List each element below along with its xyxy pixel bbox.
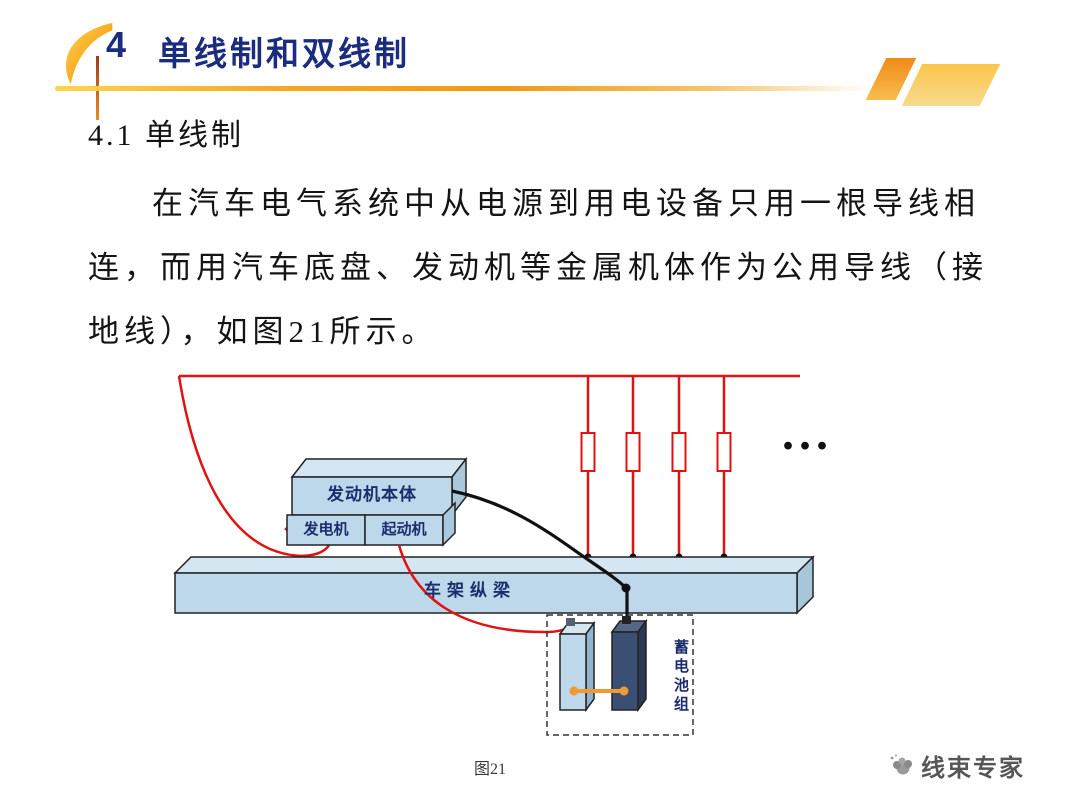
harness-expert-logo-icon [890, 754, 912, 774]
cell-connector-dot [619, 686, 629, 696]
battery-dashed-outline [546, 614, 694, 736]
paragraph-line: 地线），如图21所示。 [88, 314, 438, 349]
engine-ground-wire [451, 489, 628, 590]
frame-rail-shape [173, 555, 815, 615]
swoosh-shape [66, 22, 113, 85]
slide-title: 单线制和双线制 [158, 35, 410, 72]
more-loads-ellipsis: ... [782, 407, 833, 460]
watermark: 线束专家 [888, 748, 1025, 783]
battery-pack-label: 蓄电池组 [672, 639, 688, 715]
section-heading: 4.1 单线制 [88, 119, 244, 152]
watermark-text: 线束专家 [921, 755, 1025, 782]
paragraph-line: 在汽车电气系统中从电源到用电设备只用一根导线相 [152, 186, 980, 221]
generator-label: 发电机 [303, 522, 349, 538]
starter-label: 起动机 [381, 522, 427, 538]
battery-pack-shape [546, 614, 694, 736]
engine-body-shape [290, 456, 468, 518]
section-number: 4 [106, 24, 127, 65]
battery-cell-right [610, 616, 648, 713]
load-resistors [580, 432, 732, 472]
engine-body-label: 发动机本体 [327, 485, 417, 504]
body-paragraph: 在汽车电气系统中从电源到用电设备只用一根导线相 连，而用汽车底盘、发动机等金属机… [88, 172, 1028, 364]
battery-cell-left [558, 618, 596, 713]
frame-rail-label: 车架纵梁 [424, 581, 516, 600]
figure-caption: 图21 [473, 761, 506, 778]
cell-connector-dot [569, 686, 579, 696]
header-underline [55, 86, 870, 91]
load-branches [586, 376, 726, 557]
paragraph-line: 连，而用汽车底盘、发动机等金属机体作为公用导线（接 [88, 250, 988, 285]
battery-positive-wire [397, 544, 572, 634]
starter-box-shape [364, 501, 456, 547]
header-swoosh-graphic [66, 22, 113, 85]
